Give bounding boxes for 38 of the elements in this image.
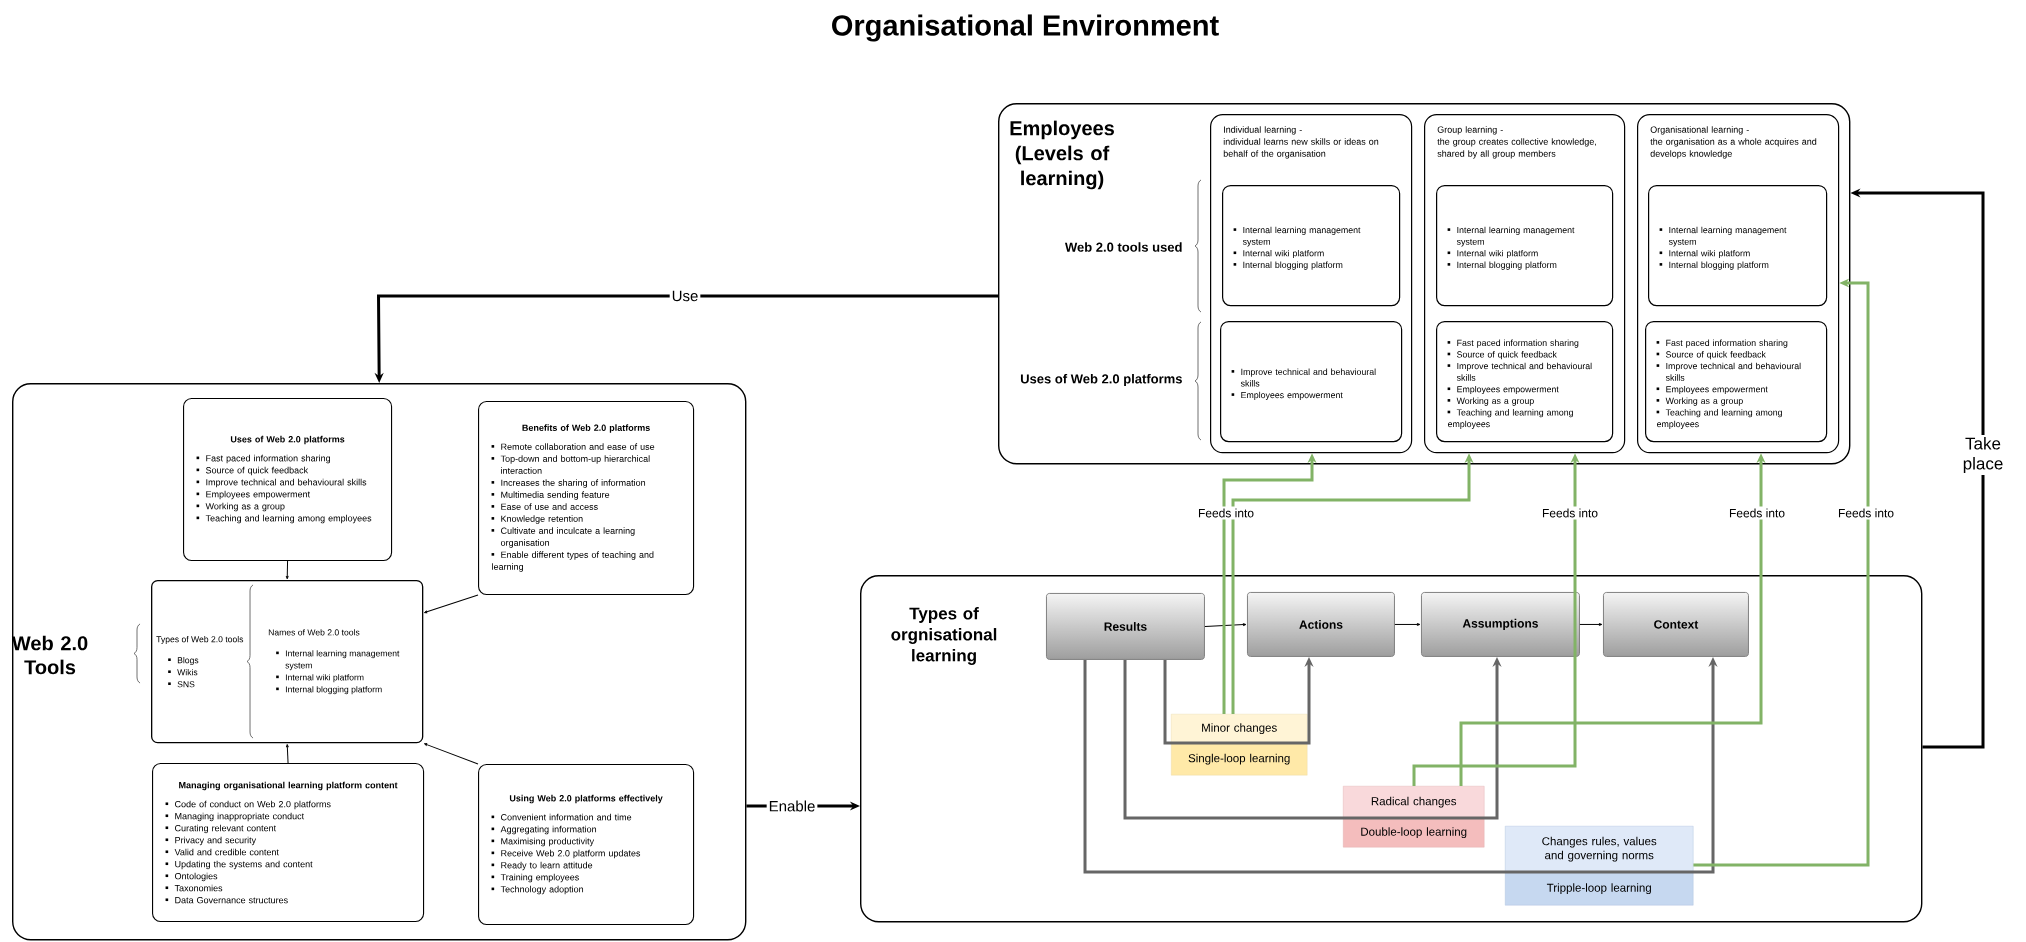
list-box: Using Web 2.0 platforms effectively Convenient information and time Aggregating information Maximising productivity Receive Web 2.0 platform updates Ready to learn attitude Training employees Technology adoption	[478, 764, 695, 926]
edge-label: Feeds into	[1727, 506, 1788, 520]
edge-label: Enable	[766, 798, 818, 814]
edge-label: Feeds into	[1836, 506, 1897, 520]
arrow	[285, 560, 289, 580]
edge-label: Feeds into	[1196, 506, 1257, 520]
label-box: Radical changes	[1343, 786, 1485, 819]
list-box: Uses of Web 2.0 platforms Fast paced information sharing Source of quick feedback Improve technical and behavioural skills Employees empowerment Working as a group Teaching and learning among employees	[183, 398, 393, 562]
title: Organisational Environment	[832, 14, 1219, 42]
arrow	[423, 594, 479, 614]
label-box: Double-loop learning	[1343, 818, 1485, 848]
label-box: Changes rules, values and governing norms	[1505, 826, 1694, 873]
edge-label: Take place	[1951, 435, 2015, 475]
list-box: Types of Web 2.0 tools Blogs Wikis SNS Names of Web 2.0 tools Internal learning management system Internal wiki platform Internal blogging platform	[151, 580, 424, 744]
label-box: Tripple-loop learning	[1505, 872, 1694, 906]
arrow	[285, 744, 289, 764]
arrow	[1579, 623, 1603, 626]
edge-label: Use	[669, 288, 701, 304]
list-box: Internal learning management system Internal wiki platform Internal blogging platform	[1436, 185, 1614, 307]
list-box: Benefits of Web 2.0 platforms Remote collaboration and ease of use Top-down and bottom-up hierarchical interaction Increases the sharing of information Multimedia sending feature Ease of use and access Knowledge retention Cultivate and inculcate a learning organisation Enable different types of teaching and learning	[478, 401, 695, 596]
process-box: Assumptions	[1421, 592, 1580, 657]
side-label: Uses of Web 2.0 platforms	[1020, 373, 1182, 387]
arrow	[423, 743, 479, 765]
process-box: Context	[1603, 592, 1749, 657]
arrow	[1394, 623, 1421, 626]
list-box: Internal learning management system Internal wiki platform Internal blogging platform	[1648, 185, 1828, 307]
edge-label: Feeds into	[1540, 506, 1601, 520]
list-box: Fast paced information sharing Source of quick feedback Improve technical and behavioural skills Employees empowerment Working as a group Teaching and learning among employees	[1436, 321, 1614, 443]
process-box: Actions	[1247, 592, 1395, 657]
process-box: Results	[1046, 593, 1205, 660]
list-box: Managing organisational learning platform content Code of conduct on Web 2.0 platforms Managing inappropriate conduct Curating relevant content Privacy and security Valid and credible content Updating the systems and content Ontologies Taxonomies Data Governance structures	[152, 763, 425, 923]
arrow	[1204, 623, 1247, 627]
label-box: Minor changes	[1171, 714, 1308, 744]
list-box: Fast paced information sharing Source of quick feedback Improve technical and behavioural skills Employees empowerment Working as a group Teaching and learning among employees	[1645, 321, 1828, 443]
side-label: Web 2.0 tools used	[1065, 242, 1182, 252]
list-box: Improve technical and behavioural skills Employees empowerment	[1220, 321, 1403, 443]
label-box: Single-loop learning	[1171, 743, 1308, 776]
list-box: Internal learning management system Internal wiki platform Internal blogging platform	[1222, 185, 1401, 307]
